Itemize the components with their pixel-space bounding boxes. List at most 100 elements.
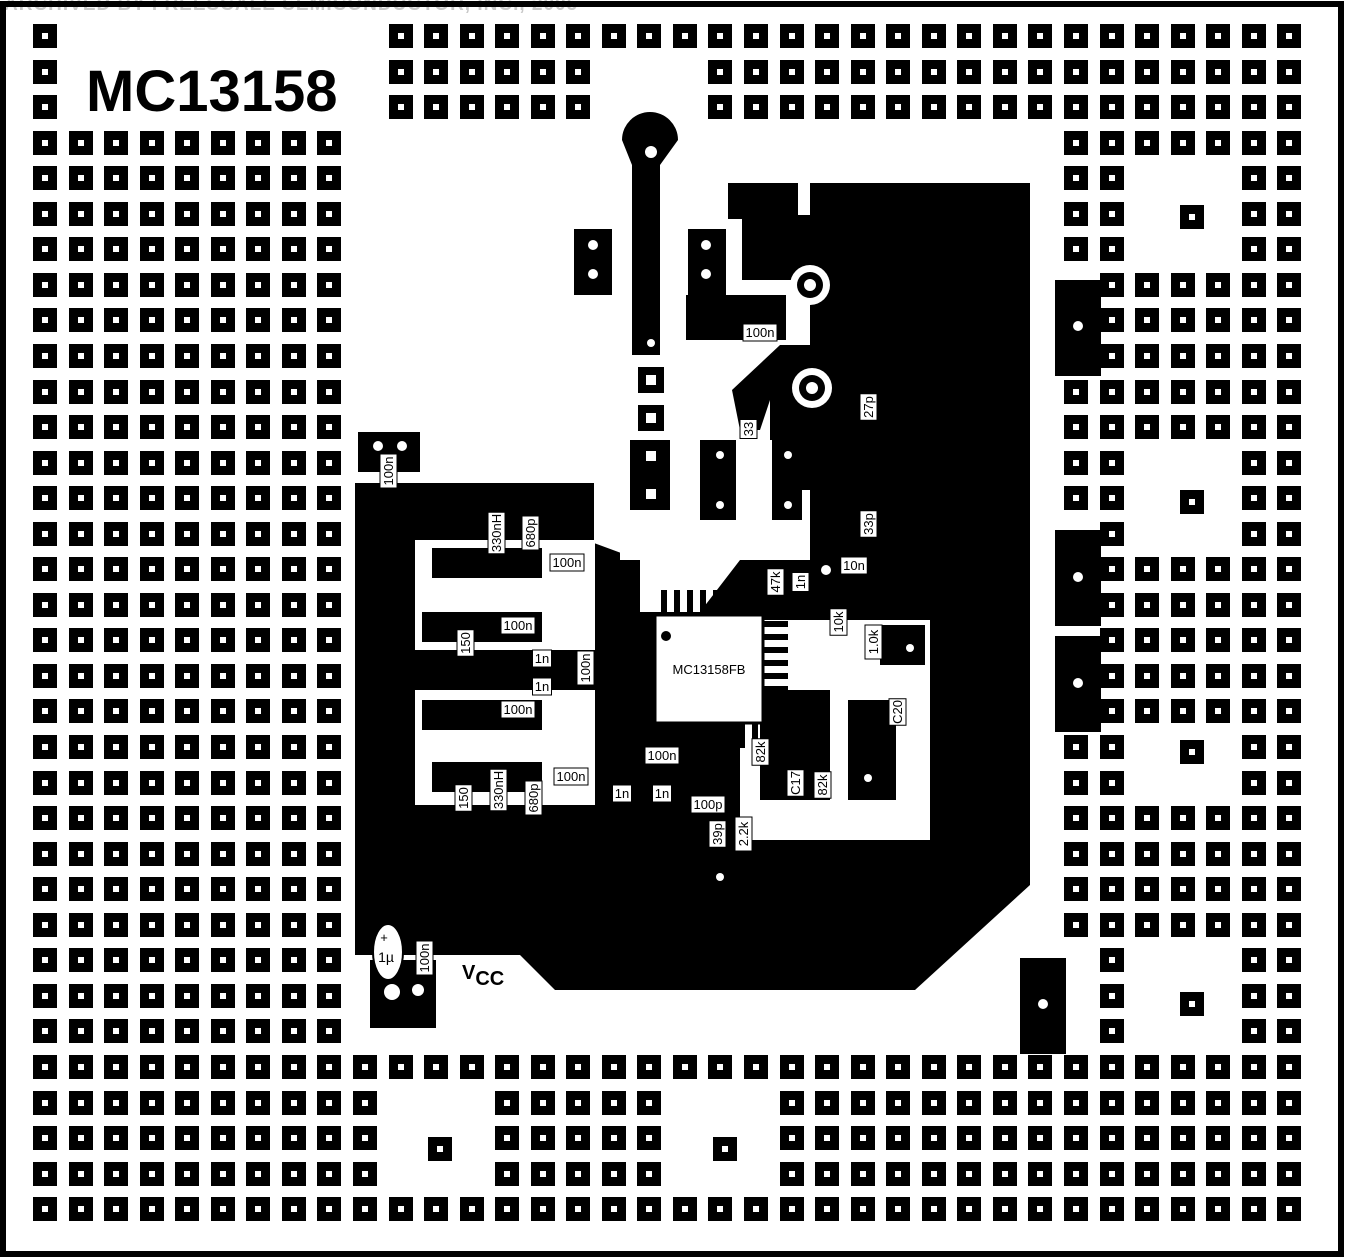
grid-pad-hole — [291, 708, 297, 714]
grid-pad-hole — [753, 1206, 759, 1212]
trace-r1 — [880, 625, 925, 665]
ic-pin — [661, 590, 667, 618]
component-label-bg — [859, 393, 878, 421]
grid-pad-hole — [255, 780, 261, 786]
ic-label: MC13158FB — [673, 662, 746, 677]
grid-pad-hole — [113, 673, 119, 679]
grid-pad-hole — [1109, 886, 1115, 892]
grid-pad-hole — [1109, 851, 1115, 857]
component-label: 1n — [532, 649, 552, 668]
ic-pin — [760, 712, 788, 718]
grid-pad-hole — [1251, 460, 1257, 466]
grid-pad-hole — [184, 317, 190, 323]
pad-hole — [373, 441, 383, 451]
grid-pad-hole — [184, 566, 190, 572]
grid-pad-hole — [42, 851, 48, 857]
grid-pad-hole — [1109, 317, 1115, 323]
via — [716, 501, 724, 509]
component-label: 100n — [576, 650, 595, 686]
grid-pad-hole — [362, 1135, 368, 1141]
pad-hole — [397, 441, 407, 451]
grid-pad-hole — [291, 922, 297, 928]
grid-pad-hole — [1180, 637, 1186, 643]
grid-pad-hole — [540, 33, 546, 39]
grid-pad-hole — [1215, 282, 1221, 288]
grid-pad-hole — [220, 1206, 226, 1212]
grid-pad-hole — [113, 957, 119, 963]
grid-pad-hole — [1144, 104, 1150, 110]
component-label-bg — [813, 771, 832, 799]
grid-pad-hole — [469, 104, 475, 110]
component-label-bg — [786, 769, 805, 797]
via — [821, 565, 831, 575]
top-pad-block — [728, 183, 798, 219]
grid-pad-hole — [291, 815, 297, 821]
component-value: 1.0k — [866, 629, 881, 654]
cap-plus: + — [380, 930, 388, 945]
component-value: 1n — [615, 786, 629, 801]
grid-pad-hole — [789, 1135, 795, 1141]
grid-pad-hole — [255, 708, 261, 714]
grid-pad-hole — [1251, 211, 1257, 217]
grid-pad-hole — [1180, 1064, 1186, 1070]
grid-pad-hole — [469, 1206, 475, 1212]
grid-pad-hole — [113, 460, 119, 466]
grid-pad-hole — [255, 531, 261, 537]
grid-pad-hole — [255, 637, 261, 643]
vcc-label-sub: CC — [475, 968, 505, 990]
grid-pad-hole — [255, 211, 261, 217]
grid-pad-hole — [291, 140, 297, 146]
grid-pad-hole — [575, 1171, 581, 1177]
grid-pad-hole — [1215, 673, 1221, 679]
grid-pad-hole — [753, 33, 759, 39]
grid-pad-hole — [149, 815, 155, 821]
grid-pad-hole — [255, 566, 261, 572]
grid-pad-hole — [184, 1028, 190, 1034]
grid-pad-hole — [1109, 140, 1115, 146]
grid-pad-hole — [291, 673, 297, 679]
pad-hole — [646, 451, 656, 461]
inductor-trace — [732, 345, 885, 490]
grid-pad-hole — [113, 175, 119, 181]
grid-pad-hole — [1073, 744, 1079, 750]
grid-pad-hole — [326, 1206, 332, 1212]
grid-pad-hole — [78, 389, 84, 395]
grid-pad-hole — [255, 957, 261, 963]
grid-pad-hole — [1251, 637, 1257, 643]
grid-pad-hole — [113, 815, 119, 821]
grid-pad-hole — [1180, 1135, 1186, 1141]
grid-pad-hole — [326, 922, 332, 928]
component-label: 47k — [766, 568, 785, 596]
grid-pad-hole — [42, 708, 48, 714]
grid-pad-hole — [326, 424, 332, 430]
grid-pad-hole — [1002, 1171, 1008, 1177]
grid-pad-hole — [78, 780, 84, 786]
component-label: 100n — [742, 323, 778, 342]
grid-pad-hole — [326, 602, 332, 608]
grid-pad-hole — [895, 1135, 901, 1141]
grid-pad-hole — [1180, 886, 1186, 892]
grid-pad-hole — [895, 104, 901, 110]
grid-pad-hole — [362, 1064, 368, 1070]
grid-pad-hole — [255, 1028, 261, 1034]
grid-pad-hole — [1037, 1135, 1043, 1141]
grid-pad-hole — [1286, 246, 1292, 252]
grid-pad-hole — [789, 104, 795, 110]
grid-pad-hole — [220, 1100, 226, 1106]
grid-pad-hole — [326, 637, 332, 643]
grid-pad-hole — [1073, 140, 1079, 146]
component-label-bg — [742, 323, 778, 342]
grid-pad-hole — [1180, 33, 1186, 39]
via — [1073, 572, 1083, 582]
grid-pad-hole — [540, 104, 546, 110]
grid-pad-hole — [469, 69, 475, 75]
grid-pad-hole — [1144, 317, 1150, 323]
ic-pin — [630, 686, 658, 692]
grid-pad-hole — [717, 104, 723, 110]
grid-pad-hole — [1109, 69, 1115, 75]
cap-pad — [384, 984, 400, 1000]
grid-pad-hole — [469, 1064, 475, 1070]
component-label: 1n — [652, 784, 672, 803]
grid-pad-hole — [860, 1100, 866, 1106]
grid-pad-hole — [1215, 922, 1221, 928]
